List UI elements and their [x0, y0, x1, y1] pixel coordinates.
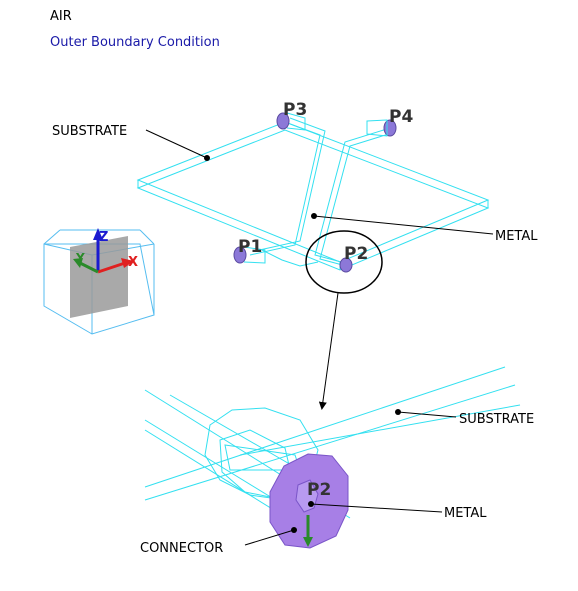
- substrate-wireframe: [136, 121, 490, 271]
- port-p4-label: P4: [389, 107, 413, 127]
- port-p2-detail-label: P2: [307, 480, 331, 500]
- port-p1-label: P1: [238, 237, 262, 257]
- port-p2-label: P2: [344, 244, 368, 264]
- connector-leader: [244, 529, 295, 546]
- metal-label-detail: METAL: [444, 506, 487, 521]
- x-axis-label: X: [128, 255, 138, 270]
- air-title: AIR: [50, 9, 72, 24]
- port-p1-marker: [233, 246, 266, 264]
- y-axis-head: [73, 258, 83, 268]
- substrate-label-detail: SUBSTRATE: [459, 412, 534, 427]
- metal-traces: [249, 117, 396, 268]
- y-axis-label: Y: [75, 251, 85, 265]
- z-axis-label: Z: [99, 230, 108, 245]
- outer-boundary-label: Outer Boundary Condition: [50, 35, 220, 50]
- zoom-arrow: [318, 292, 339, 410]
- port-p4-marker: [366, 119, 397, 137]
- metal-detail-dot: [308, 501, 314, 507]
- substrate-leader: [145, 129, 208, 159]
- substrate-detail-leader: [397, 411, 457, 418]
- substrate-detail-dot: [395, 409, 401, 415]
- y-axis-arrow: [79, 261, 99, 274]
- connector-label: CONNECTOR: [140, 541, 223, 556]
- metal-leader: [313, 215, 494, 235]
- port-p3-label: P3: [283, 100, 307, 120]
- metal-label-top: METAL: [495, 229, 538, 244]
- metal-detail-leader: [310, 503, 443, 513]
- metal-dot: [311, 213, 317, 219]
- z-axis-head: [93, 228, 103, 240]
- zoom-circle: [305, 230, 383, 294]
- x-axis-arrow: [97, 261, 126, 274]
- x-axis-head: [121, 258, 134, 268]
- substrate-label-top: SUBSTRATE: [52, 124, 127, 139]
- port-p2-marker: [339, 257, 353, 273]
- substrate-dot: [204, 155, 210, 161]
- connector-dot: [291, 527, 297, 533]
- p2-port-arrow-head: [303, 537, 313, 547]
- port-p3-marker: [276, 112, 306, 131]
